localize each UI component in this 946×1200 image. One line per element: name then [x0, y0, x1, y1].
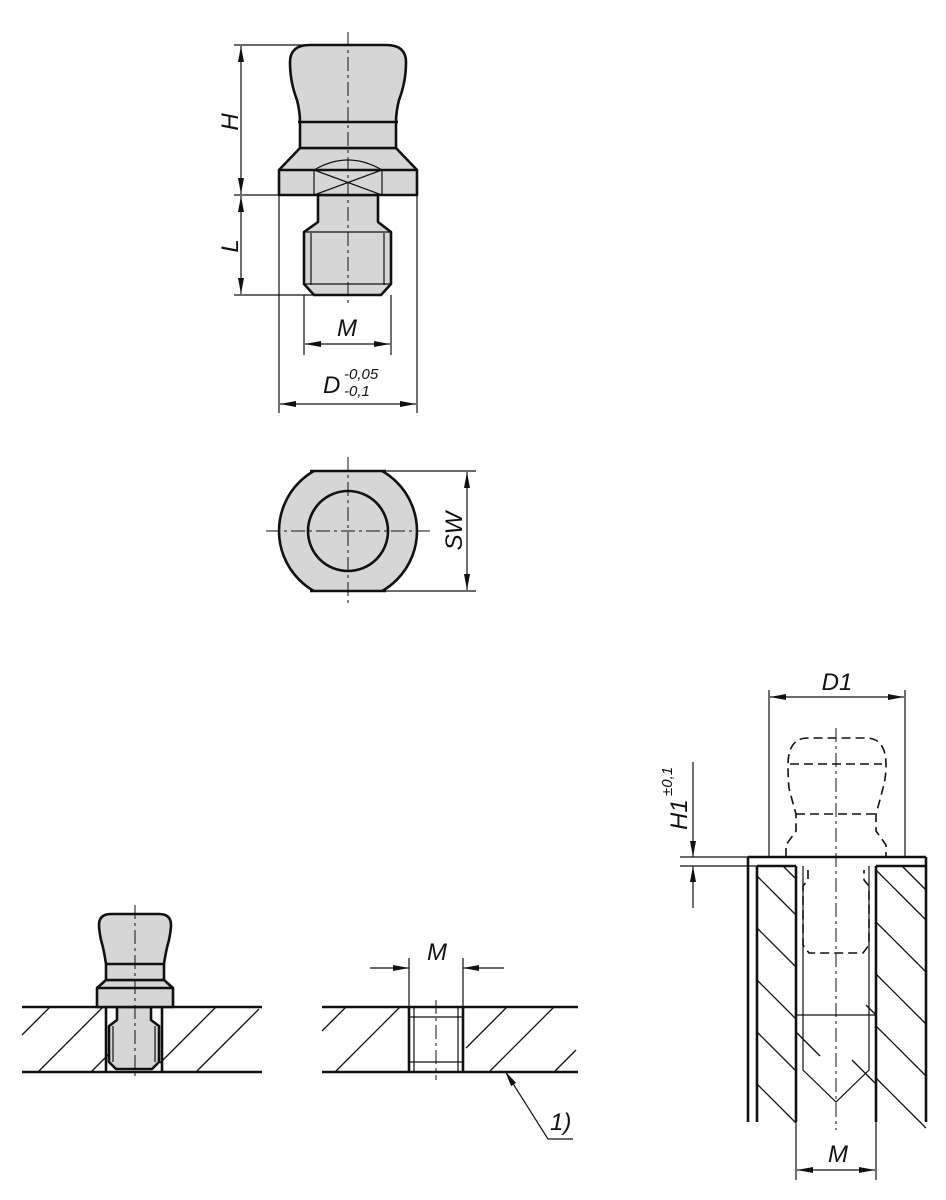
- hole-view: M 1): [321, 939, 578, 1140]
- dim-M-hole-label: M: [427, 939, 447, 966]
- plate-hatching-2: [321, 1006, 577, 1073]
- dim-M-label: M: [337, 315, 357, 342]
- dim-SW-label: SW: [441, 509, 468, 550]
- section-view: D1 H1 ±0,1 M: [659, 669, 928, 1180]
- dim-D-tol-lower: -0,1: [344, 383, 370, 400]
- plate-hatching-1: [21, 1006, 260, 1073]
- pin-phantom-outline: [785, 737, 887, 857]
- section-hatching: [756, 865, 927, 1129]
- note-label: 1): [550, 1109, 571, 1136]
- dim-L-label: L: [217, 239, 244, 252]
- side-view: H L M D -0,05 -0,1: [217, 32, 419, 413]
- dim-H1-tol: ±0,1: [659, 767, 676, 796]
- dim-H-label: H: [217, 113, 244, 131]
- installed-view: [21, 905, 262, 1080]
- top-view: SW: [266, 457, 476, 605]
- dim-M-section-label: M: [828, 1141, 848, 1168]
- dim-D1-label: D1: [822, 669, 853, 696]
- note-leader: [504, 1070, 573, 1140]
- dim-H1-label: H1: [666, 799, 693, 830]
- dim-D-label: D: [323, 372, 340, 399]
- dim-D-tol-upper: -0,05: [344, 366, 379, 383]
